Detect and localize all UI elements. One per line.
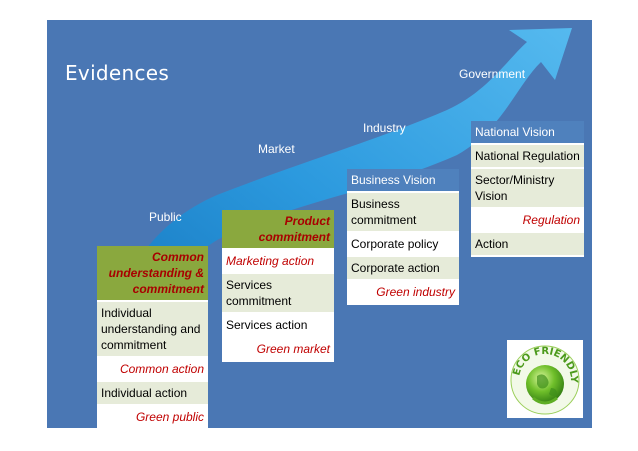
market-column: Product commitment Marketing action Serv…: [222, 210, 334, 362]
stage-label-market: Market: [258, 142, 295, 156]
slide-title: Evidences: [65, 61, 170, 85]
eco-globe-icon: ECO FRIENDLY: [510, 345, 580, 415]
government-row-3: Regulation: [471, 208, 584, 233]
public-row-4: Green public: [97, 405, 208, 428]
public-header: Common understanding & commitment: [97, 246, 208, 302]
market-header: Product commitment: [222, 210, 334, 250]
public-row-2: Common action: [97, 357, 208, 382]
public-column: Common understanding & commitment Indivi…: [97, 246, 208, 428]
eco-friendly-logo: ECO FRIENDLY: [507, 340, 583, 418]
government-row-4: Action: [471, 232, 584, 257]
growth-arrow: [99, 28, 572, 390]
market-row-2: Services commitment: [222, 273, 334, 314]
stage-label-public: Public: [149, 210, 182, 224]
government-header: National Vision: [471, 121, 584, 145]
market-row-4: Green market: [222, 337, 334, 362]
industry-row-4: Green industry: [347, 280, 459, 305]
slide: Evidences Public Market Industry Governm…: [47, 20, 592, 428]
industry-row-1: Business commitment: [347, 192, 459, 233]
stage-label-industry: Industry: [363, 121, 406, 135]
public-row-3: Individual action: [97, 381, 208, 406]
public-row-1: Individual understanding and commitment: [97, 301, 208, 358]
industry-row-3: Corporate action: [347, 256, 459, 281]
stage-label-government: Government: [459, 67, 526, 81]
industry-column: Business Vision Business commitment Corp…: [347, 169, 459, 305]
industry-row-2: Corporate policy: [347, 232, 459, 257]
market-row-3: Services action: [222, 313, 334, 338]
industry-header: Business Vision: [347, 169, 459, 193]
government-row-2: Sector/Ministry Vision: [471, 168, 584, 209]
market-row-1: Marketing action: [222, 249, 334, 274]
government-row-1: National Regulation: [471, 144, 584, 169]
government-column: National Vision National Regulation Sect…: [471, 121, 584, 257]
